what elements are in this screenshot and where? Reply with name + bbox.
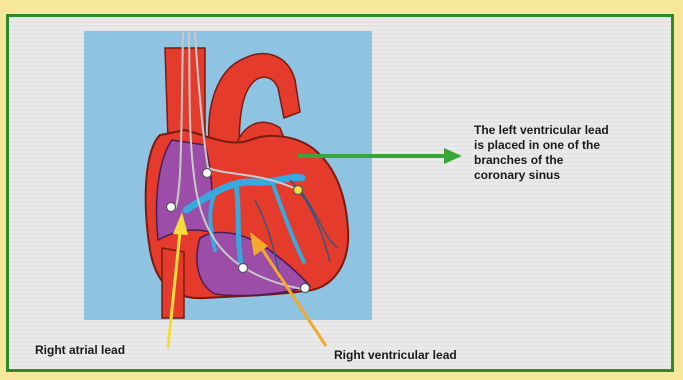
left-ventricular-lead-label: The left ventricular lead is placed in o…: [474, 123, 664, 183]
electrode-tip: [301, 284, 310, 293]
electrode-tip: [203, 169, 212, 178]
right-ventricular-lead-label: Right ventricular lead: [334, 348, 457, 363]
right-atrial-lead-label: Right atrial lead: [35, 343, 125, 358]
electrode-tip: [294, 186, 303, 195]
electrode-tip: [239, 264, 248, 273]
electrode-tip: [167, 203, 176, 212]
